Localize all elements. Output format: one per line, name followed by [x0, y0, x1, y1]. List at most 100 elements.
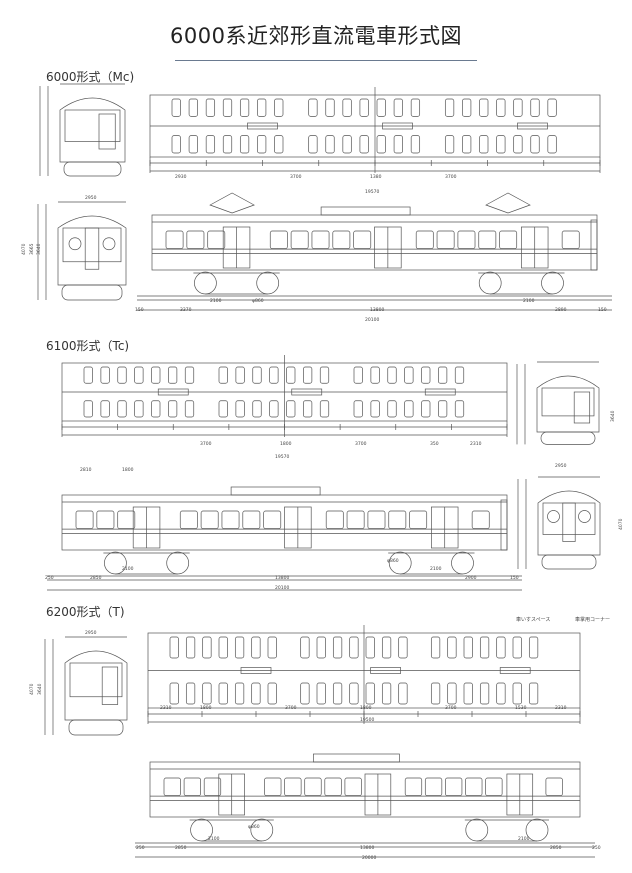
luggage-rack: [247, 122, 278, 130]
window: [207, 230, 226, 249]
car-end-outline: [64, 650, 128, 721]
seat: [547, 98, 557, 117]
seat: [257, 98, 267, 117]
dim-plan-6000: 3700: [290, 174, 302, 180]
seat: [513, 135, 523, 154]
seat: [398, 636, 408, 659]
window: [332, 230, 351, 249]
seat: [381, 682, 392, 705]
note-wheelchair-space: 車いすスペース: [516, 616, 550, 623]
gangway-door: [562, 502, 576, 542]
plan-view-6200: [147, 625, 581, 724]
seat: [274, 135, 284, 154]
seat: [430, 636, 441, 659]
seat: [393, 98, 403, 117]
window: [344, 777, 362, 796]
dim-plan-length-6100: 19570: [275, 454, 289, 460]
seat: [404, 366, 414, 384]
luggage-rack: [291, 388, 323, 396]
underframe: [61, 284, 123, 301]
seat: [151, 366, 161, 384]
seat: [185, 636, 196, 659]
dim-front-6000: 3640: [36, 243, 42, 255]
seat: [269, 366, 279, 384]
seat: [267, 682, 277, 705]
seat: [319, 366, 330, 384]
window: [424, 777, 443, 796]
dim-front-6200: 2950: [85, 630, 97, 636]
window: [353, 230, 372, 249]
window: [186, 230, 205, 249]
seat: [496, 98, 506, 117]
seat: [218, 636, 228, 659]
dim-bogie-6000: 2100: [210, 298, 222, 304]
wheel: [194, 271, 217, 295]
seat: [479, 135, 489, 154]
dim-front-6200: 3640: [37, 683, 43, 695]
end-view-6100: [516, 361, 600, 445]
seat: [512, 636, 522, 659]
seat: [218, 682, 228, 705]
dim-front-6000: 4070: [21, 243, 27, 255]
dim-side-6100: 2900: [465, 575, 477, 581]
dim-plan-6200: 2310: [555, 705, 567, 711]
seat: [528, 682, 539, 705]
front-view-6100-cab: [517, 476, 601, 570]
end-window: [69, 662, 123, 698]
wheel: [166, 551, 190, 575]
seat: [462, 135, 472, 154]
seat: [251, 682, 261, 705]
seat: [349, 636, 359, 659]
seat: [267, 636, 277, 659]
dim-plan-6200: 1800: [360, 705, 372, 711]
dim-plan-6200: 1800: [200, 705, 212, 711]
luggage-rack: [499, 667, 531, 674]
luggage-rack: [424, 388, 456, 396]
end-view-6200: [44, 636, 128, 736]
seat: [202, 682, 212, 705]
seat: [83, 400, 93, 418]
seat: [188, 135, 198, 154]
dim-plan-length-6200: 19500: [360, 717, 374, 723]
seat: [496, 682, 506, 705]
end-window: [542, 502, 596, 535]
window: [346, 510, 365, 529]
dim-plan-6000: 3700: [445, 174, 457, 180]
pantograph-icon: [485, 192, 531, 214]
wheel: [478, 271, 502, 295]
headlight: [547, 510, 560, 523]
car-end-outline: [59, 97, 126, 163]
seat: [342, 98, 352, 117]
seat: [222, 135, 233, 154]
interior-panel: [101, 666, 119, 705]
luggage-rack: [517, 122, 548, 130]
seat: [454, 400, 465, 418]
window: [165, 230, 184, 249]
underframe: [540, 431, 596, 445]
seat: [218, 400, 228, 418]
seat: [169, 682, 179, 705]
seat: [83, 366, 93, 384]
seat: [300, 636, 310, 659]
car-end-outline: [536, 375, 600, 433]
window: [465, 777, 483, 796]
roof-equipment: [230, 486, 321, 496]
window: [436, 230, 455, 249]
window: [457, 230, 476, 249]
seat: [444, 98, 455, 117]
seat: [239, 98, 250, 117]
seat: [479, 98, 489, 117]
seat: [308, 135, 318, 154]
side-view-6000: [137, 192, 612, 311]
dim-side-6000: 150: [598, 307, 607, 313]
seat: [462, 98, 472, 117]
dim-side-6200: 2850: [550, 845, 562, 851]
note-corner: 車掌用コーナー: [575, 616, 610, 623]
seat: [447, 682, 457, 705]
luggage-rack: [240, 667, 272, 674]
luggage-rack: [370, 667, 401, 674]
seat: [184, 400, 195, 418]
seat: [222, 98, 233, 117]
window: [203, 777, 222, 796]
window: [200, 510, 219, 529]
